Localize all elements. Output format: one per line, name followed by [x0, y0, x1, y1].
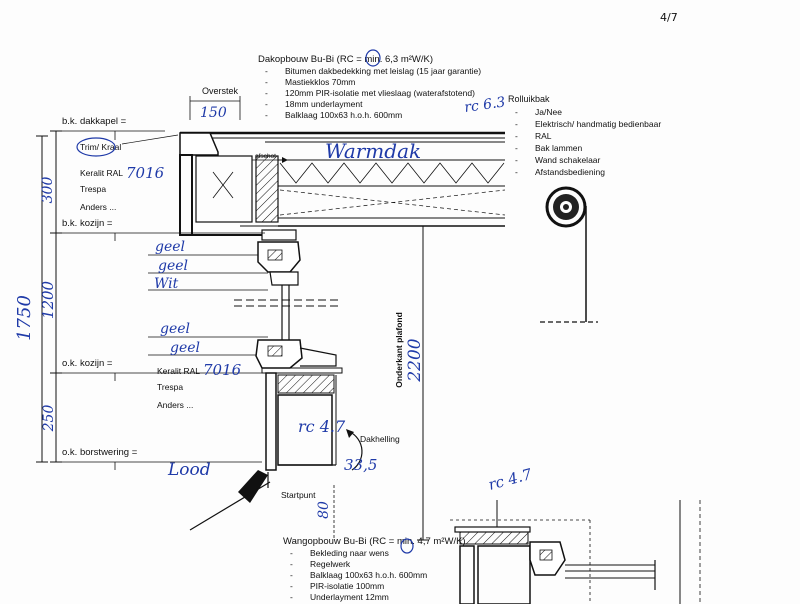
handwritten-dim-250: 250 [41, 405, 57, 433]
trespa-top-label: Trespa [80, 184, 106, 194]
svg-text:-: - [265, 110, 268, 120]
trespa-bottom-label: Trespa [157, 382, 183, 392]
handwritten-overstek-value: 150 [200, 105, 227, 121]
fascia-head-detail [179, 132, 279, 236]
rolluikbak-options: - Ja/Nee - Elektrisch/ handmatig bedienbaa… [515, 107, 661, 177]
roof-item: Balklaag 100x63 h.o.h. 600mm [285, 110, 402, 120]
handwritten-dim-300: 300 [40, 177, 56, 204]
window-marker-lines [148, 254, 268, 356]
svg-text:-: - [515, 119, 518, 129]
anders-bottom-label: Anders ... [157, 400, 193, 410]
rolluikbak-option: Ja/Nee [535, 107, 562, 117]
svg-text:-: - [290, 592, 293, 602]
rolluik-drum-icon [540, 186, 598, 323]
handwritten-warmdak: Warmdak [325, 139, 421, 163]
handwritten-height-2200: 2200 [405, 338, 425, 382]
anders-top-label: Anders ... [80, 202, 116, 212]
wall-item: Balklaag 100x63 h.o.h. 600mm [310, 570, 427, 580]
handwritten-rc-small: rc 4.7 [298, 417, 346, 436]
rolluikbak-option: Elektrisch/ handmatig bedienbaar [535, 119, 661, 129]
bk-kozijn-label: b.k. kozijn = [62, 218, 113, 229]
handwritten-angle: 33,5 [344, 456, 377, 474]
ok-borstwering-label: o.k. borstwering = [62, 447, 138, 458]
svg-text:-: - [290, 581, 293, 591]
window-frame-profile [234, 229, 340, 369]
trim-kraal-label: Trim/ Kraal [80, 142, 121, 152]
handwritten-ral-top: 7016 [126, 164, 165, 182]
startpunt-label: Startpunt [281, 490, 316, 500]
handwritten-geel-3: geel [160, 321, 190, 337]
rolluikbak-option: Bak lammen [535, 143, 583, 153]
wall-item: Regelwerk [310, 559, 351, 569]
rolluikbak-option: Afstandsbediening [535, 167, 605, 177]
rc-circle-mark [365, 49, 381, 67]
lead-flashing-detail [189, 470, 271, 531]
svg-text:-: - [515, 143, 518, 153]
handwritten-rc-wall: rc 4.7 [486, 465, 534, 494]
wall-buildup-list: - Bekleding naar wens - Regelwerk - Balklaa… [290, 548, 427, 602]
roof-section [180, 131, 506, 227]
handwritten-rc-roof: rc 6.3 [463, 94, 506, 116]
rolluikbak-option: RAL [535, 131, 552, 141]
wall-head-detail [450, 500, 701, 604]
vertical-dimension-lines [36, 130, 62, 463]
rolluikbak-title: Rolluikbak [508, 94, 550, 104]
roof-buildup-list: - Bitumen dakbedekking met leislag (15 j… [265, 66, 481, 120]
svg-text:-: - [290, 548, 293, 558]
roof-item: Mastiekklos 70mm [285, 77, 355, 87]
keralit-top-label: Keralit RAL [80, 168, 123, 178]
svg-text:-: - [265, 99, 268, 109]
wall-item: PIR-isolatie 100mm [310, 581, 384, 591]
handwritten-dim-1200: 1200 [39, 280, 57, 319]
svg-text:-: - [515, 131, 518, 141]
svg-text:-: - [515, 155, 518, 165]
handwritten-geel-2: geel [158, 258, 188, 274]
page-number: 4/7 [660, 11, 678, 24]
rolluikbak-option: Wand schakelaar [535, 155, 601, 165]
roof-item: 120mm PIR-isolatie met vlieslaag (watera… [285, 88, 475, 98]
wall-item: Bekleding naar wens [310, 548, 389, 558]
handwritten-dim-80: 80 [316, 501, 332, 519]
svg-text:-: - [265, 77, 268, 87]
handwritten-wit: Wit [154, 276, 179, 292]
keralit-bottom-label: Keralit RAL [157, 366, 200, 376]
ceiling-height-dimension [417, 225, 429, 541]
roof-buildup-title: Dakopbouw Bu-Bi (RC = min. 6,3 m²W/K) [258, 54, 433, 65]
handwritten-dim-1750: 1750 [14, 295, 35, 341]
svg-text:-: - [265, 66, 268, 76]
svg-text:-: - [265, 88, 268, 98]
handwritten-geel-4: geel [170, 340, 200, 356]
dakhelling-label: Dakhelling [360, 434, 400, 444]
bk-dakkapel-label: b.k. dakkapel = [62, 116, 127, 127]
svg-text:-: - [515, 107, 518, 117]
roof-item: 18mm underlayment [285, 99, 363, 109]
handwritten-geel-1: geel [155, 239, 185, 255]
roof-item: Bitumen dakbedekking met leislag (15 jaa… [285, 66, 481, 76]
overstek-label: Overstek [202, 86, 239, 96]
svg-text:-: - [290, 559, 293, 569]
svg-text:-: - [290, 570, 293, 580]
ok-kozijn-label: o.k. kozijn = [62, 358, 113, 369]
handwritten-ral-bottom: 7016 [203, 361, 242, 379]
handwritten-lood: Lood [167, 460, 211, 480]
wall-buildup-title: Wangopbouw Bu-Bi (RC = min. 4,7 m²W/K) [283, 536, 466, 547]
onderkant-plafond-label: Onderkant plafond [394, 312, 404, 388]
wall-item: Underlayment 12mm [310, 592, 389, 602]
svg-text:-: - [515, 167, 518, 177]
breastwork-wall-section [261, 367, 343, 471]
